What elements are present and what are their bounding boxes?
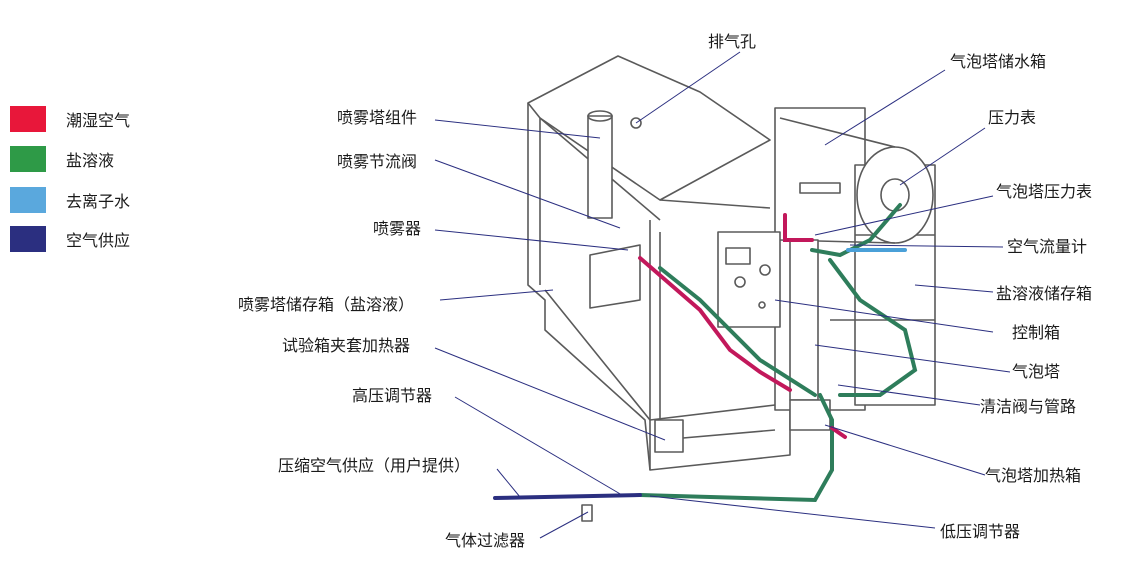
pipe-network — [493, 203, 918, 503]
label-spray-tower-reservoir: 喷雾塔储存箱（盐溶液） — [238, 295, 415, 314]
label-vent-hole: 排气孔 — [708, 32, 757, 51]
label-tower-water-tank: 气泡塔储水箱 — [950, 52, 1047, 71]
legend-label: 盐溶液 — [66, 151, 115, 170]
legend-item-air-supply: 空气供应 — [10, 226, 130, 252]
legend-label: 去离子水 — [66, 192, 131, 211]
label-control-box: 控制箱 — [1012, 323, 1061, 342]
label-bubble-tower: 气泡塔 — [1012, 362, 1061, 381]
legend-swatch-moist-air — [10, 106, 46, 132]
label-compressed-air-supply: 压缩空气供应（用户提供） — [278, 456, 471, 475]
legend-swatch-salt-solution — [10, 146, 46, 172]
label-sprayer: 喷雾器 — [373, 219, 422, 238]
label-tower-pressure-gauge: 气泡塔压力表 — [996, 182, 1093, 201]
legend-item-salt-solution: 盐溶液 — [10, 146, 114, 172]
label-gas-filter: 气体过滤器 — [445, 531, 526, 550]
chamber-outline — [527, 55, 936, 522]
legend-swatch-deionized-water — [10, 187, 46, 213]
label-air-flow-meter: 空气流量计 — [1007, 237, 1088, 256]
legend-item-moist-air: 潮湿空气 — [10, 106, 130, 132]
label-spray-throttle-valve: 喷雾节流阀 — [337, 152, 418, 171]
label-high-pressure-regulator: 高压调节器 — [352, 386, 433, 405]
legend-swatch-air-supply — [10, 226, 46, 252]
label-pressure-gauge: 压力表 — [988, 108, 1037, 127]
label-spray-tower-assembly: 喷雾塔组件 — [337, 108, 418, 127]
legend-item-deionized-water: 去离子水 — [10, 187, 130, 213]
label-clean-valve-piping: 清洁阀与管路 — [980, 397, 1077, 416]
label-tower-heater-box: 气泡塔加热箱 — [985, 466, 1082, 485]
legend-label: 空气供应 — [66, 231, 131, 250]
label-salt-solution-tank: 盐溶液储存箱 — [996, 284, 1093, 303]
label-low-pressure-regulator: 低压调节器 — [940, 522, 1021, 541]
legend-label: 潮湿空气 — [66, 111, 131, 130]
label-chamber-jacket-heater: 试验箱夹套加热器 — [282, 336, 411, 355]
leader-lines — [434, 51, 1011, 539]
